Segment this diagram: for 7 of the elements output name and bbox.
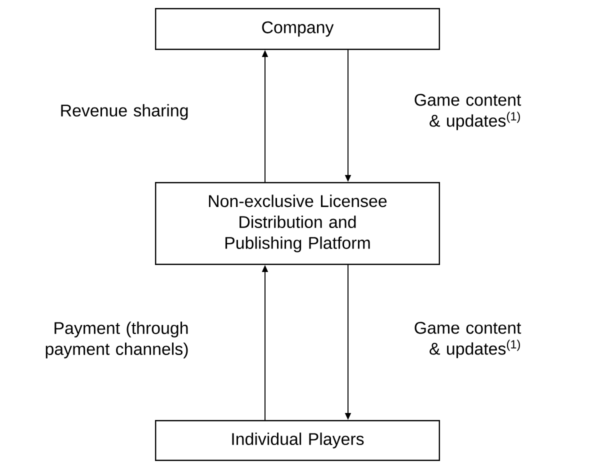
edge-label: Game content & updates$^{(1)}$ <box>414 94 522 130</box>
edge-label: Payment (through payment channels) <box>46 322 188 358</box>
process-box: Non-exclusive Licensee Distribution and Publishing Platform <box>155 182 440 265</box>
edge-label: Game content & updates$^{(1)}$ <box>414 322 522 358</box>
process-box: Individual Players <box>155 420 440 461</box>
process-box: Company <box>155 8 440 50</box>
edge-label: Revenue sharing <box>61 104 188 120</box>
